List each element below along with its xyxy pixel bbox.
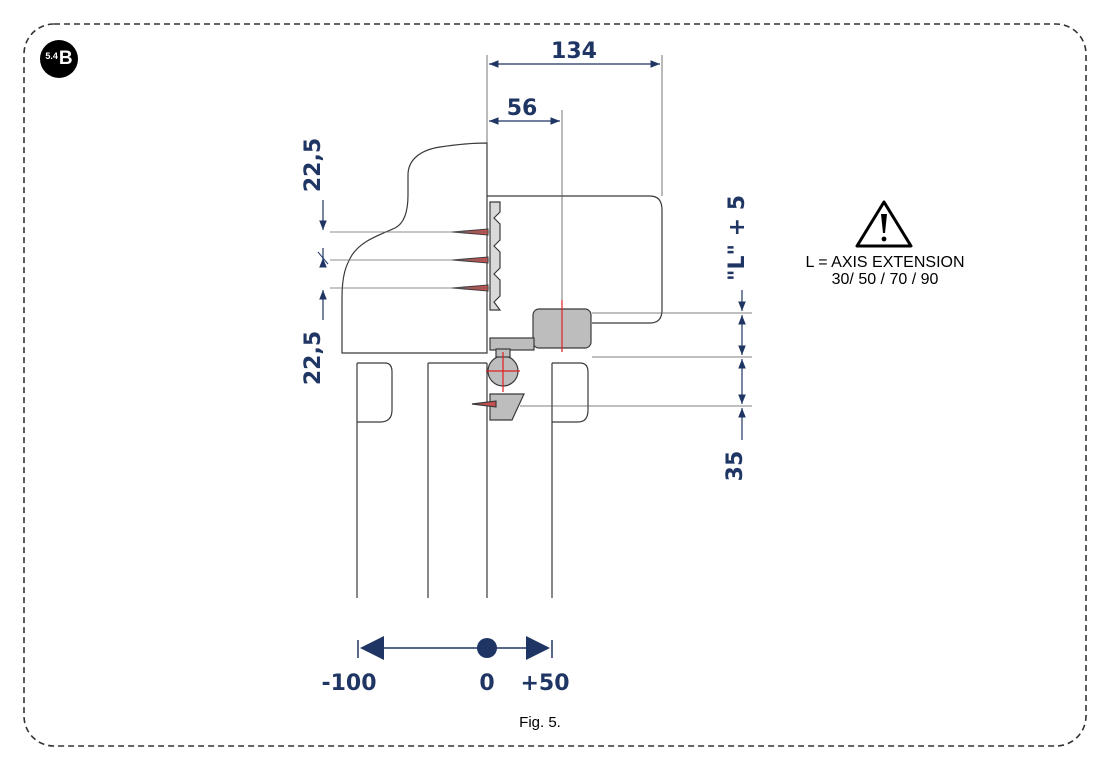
dim-134-label: 134	[551, 39, 597, 64]
dim-35-label: 35	[723, 451, 748, 482]
scale-left-label: -100	[321, 671, 376, 696]
axis-markers	[486, 300, 563, 392]
dimension-lines	[317, 55, 752, 440]
badge-letter: B	[58, 48, 73, 69]
badge-number: 5.4	[45, 51, 58, 61]
dim-22-5-upper-label: 22,5	[301, 138, 326, 192]
scale-center-label: 0	[479, 671, 494, 696]
hinge-plate	[489, 201, 502, 311]
dim-axis-extension-label: "L" + 5	[725, 195, 750, 281]
pivot-assembly	[471, 308, 592, 421]
dashed-frame	[23, 23, 1087, 747]
warning-line-1: L = AXIS EXTENSION	[805, 254, 965, 271]
scale-right-label: +50	[520, 671, 569, 696]
mounting-screws	[330, 228, 490, 292]
warning-triangle-icon	[855, 200, 913, 248]
dim-56-label: 56	[507, 96, 538, 121]
warning-note: L = AXIS EXTENSION 30/ 50 / 70 / 90	[780, 254, 990, 288]
position-scale	[357, 636, 553, 660]
warning-line-2: 30/ 50 / 70 / 90	[831, 271, 939, 288]
figure-caption: Fig. 5.	[519, 714, 561, 731]
dim-22-5-lower-label: 22,5	[301, 331, 326, 385]
